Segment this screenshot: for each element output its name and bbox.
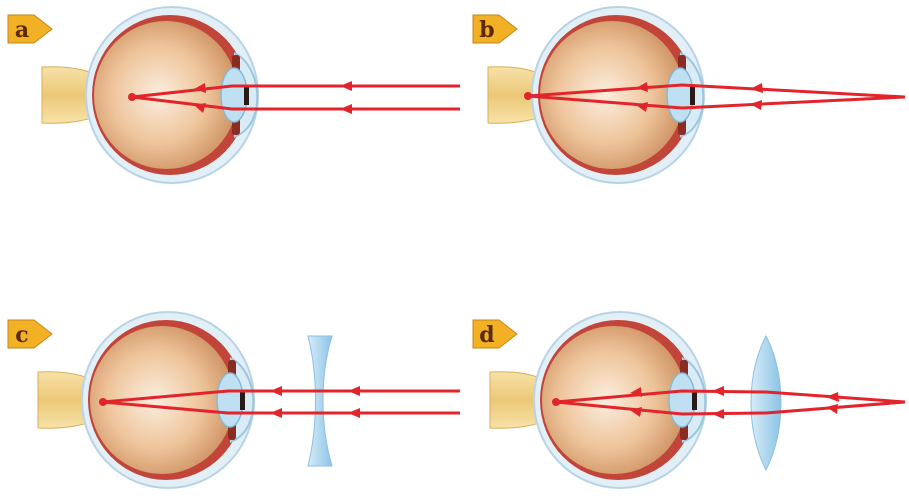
retina-focal-point-icon <box>128 93 136 101</box>
concave-lens-icon <box>308 336 332 466</box>
badge-b: b <box>473 15 517 43</box>
panel-label-d: d <box>479 322 494 348</box>
retina-focal-point-icon <box>552 398 560 406</box>
eyeball-icon <box>490 312 706 488</box>
badge-d: d <box>473 320 517 348</box>
panel-label-c: c <box>15 322 28 348</box>
badge-c: c <box>8 320 52 348</box>
retina-focal-point-icon <box>99 398 107 406</box>
panel-label-b: b <box>479 17 494 43</box>
panel-label-a: a <box>15 17 29 43</box>
eyeball-icon <box>38 312 254 488</box>
panel-b: b <box>473 7 905 183</box>
badge-a: a <box>8 15 52 43</box>
panel-d: d <box>473 312 905 488</box>
panel-a: a <box>8 7 460 183</box>
panel-c: c <box>8 312 460 488</box>
convex-lens-icon <box>751 336 781 470</box>
eyeball-icon <box>488 7 704 183</box>
retina-focal-point-icon <box>524 92 532 100</box>
